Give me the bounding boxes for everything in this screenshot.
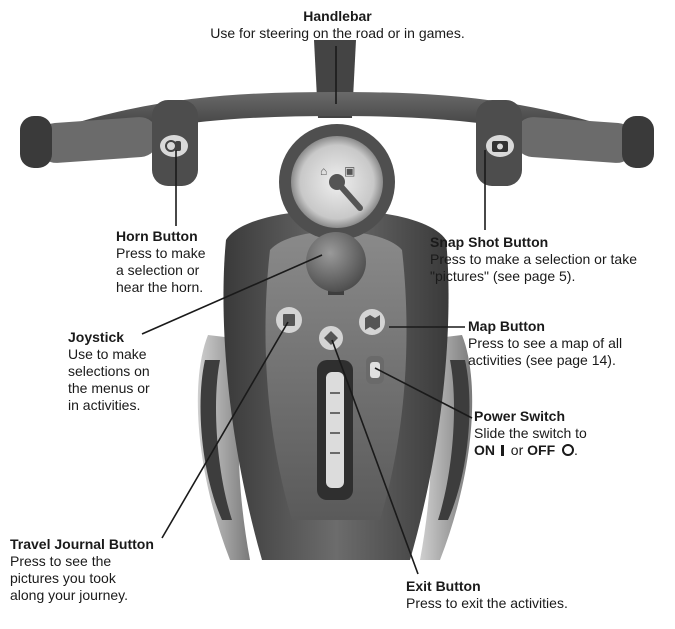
snapshot-button[interactable] bbox=[486, 135, 514, 157]
joystick-desc-line1: Use to make bbox=[68, 346, 178, 363]
joystick-desc-line2: selections on bbox=[68, 363, 178, 380]
callout-snapshot-button: Snap Shot Button Press to make a selecti… bbox=[430, 234, 670, 285]
travel-title: Travel Journal Button bbox=[10, 536, 210, 553]
power-on-bar-icon bbox=[501, 445, 504, 456]
camera-icon bbox=[492, 141, 508, 152]
horn-button[interactable] bbox=[160, 135, 188, 157]
travel-desc-line3: along your journey. bbox=[10, 587, 210, 604]
callout-travel-journal-button: Travel Journal Button Press to see the p… bbox=[10, 536, 210, 604]
map-icon bbox=[365, 315, 380, 330]
handlebar-title: Handlebar bbox=[130, 8, 545, 25]
snapshot-title: Snap Shot Button bbox=[430, 234, 670, 251]
power-off-ring-icon bbox=[562, 444, 574, 456]
callout-handlebar: Handlebar Use for steering on the road o… bbox=[130, 8, 545, 42]
exit-title: Exit Button bbox=[406, 578, 636, 595]
snapshot-desc-line2: "pictures" (see page 5). bbox=[430, 268, 670, 285]
horn-desc-line3: hear the horn. bbox=[116, 279, 256, 296]
snapshot-desc-line1: Press to make a selection or take bbox=[430, 251, 670, 268]
exit-desc: Press to exit the activities. bbox=[406, 595, 636, 612]
svg-text:⌂: ⌂ bbox=[320, 164, 327, 178]
power-on-label: ON bbox=[474, 442, 495, 458]
handlebar-desc: Use for steering on the road or in games… bbox=[130, 25, 545, 42]
callout-power-switch: Power Switch Slide the switch to ON or O… bbox=[474, 408, 664, 459]
travel-desc-line1: Press to see the bbox=[10, 553, 210, 570]
power-desc-line2: ON or OFF . bbox=[474, 442, 664, 459]
map-desc-line1: Press to see a map of all bbox=[468, 335, 668, 352]
journal-icon bbox=[283, 314, 295, 326]
joystick-desc-line3: the menus or bbox=[68, 380, 178, 397]
dashboard-dial: ⌂ ▣ bbox=[279, 124, 395, 240]
power-or-text: or bbox=[511, 442, 523, 458]
svg-text:▣: ▣ bbox=[344, 164, 355, 178]
callout-joystick: Joystick Use to make selections on the m… bbox=[68, 329, 178, 414]
map-title: Map Button bbox=[468, 318, 668, 335]
joystick-desc-line4: in activities. bbox=[68, 397, 178, 414]
horn-title: Horn Button bbox=[116, 228, 256, 245]
horn-desc-line1: Press to make bbox=[116, 245, 256, 262]
travel-journal-button[interactable] bbox=[276, 307, 302, 333]
map-button[interactable] bbox=[359, 309, 385, 335]
power-off-label: OFF bbox=[527, 442, 555, 458]
power-desc-line1: Slide the switch to bbox=[474, 425, 664, 442]
callout-horn-button: Horn Button Press to make a selection or… bbox=[116, 228, 256, 296]
power-title: Power Switch bbox=[474, 408, 664, 425]
travel-desc-line2: pictures you took bbox=[10, 570, 210, 587]
joystick-title: Joystick bbox=[68, 329, 178, 346]
map-desc-line2: activities (see page 14). bbox=[468, 352, 668, 369]
power-switch[interactable] bbox=[366, 356, 384, 384]
callout-map-button: Map Button Press to see a map of all act… bbox=[468, 318, 668, 369]
exit-button[interactable] bbox=[319, 326, 343, 350]
horn-desc-line2: a selection or bbox=[116, 262, 256, 279]
callout-exit-button: Exit Button Press to exit the activities… bbox=[406, 578, 636, 612]
